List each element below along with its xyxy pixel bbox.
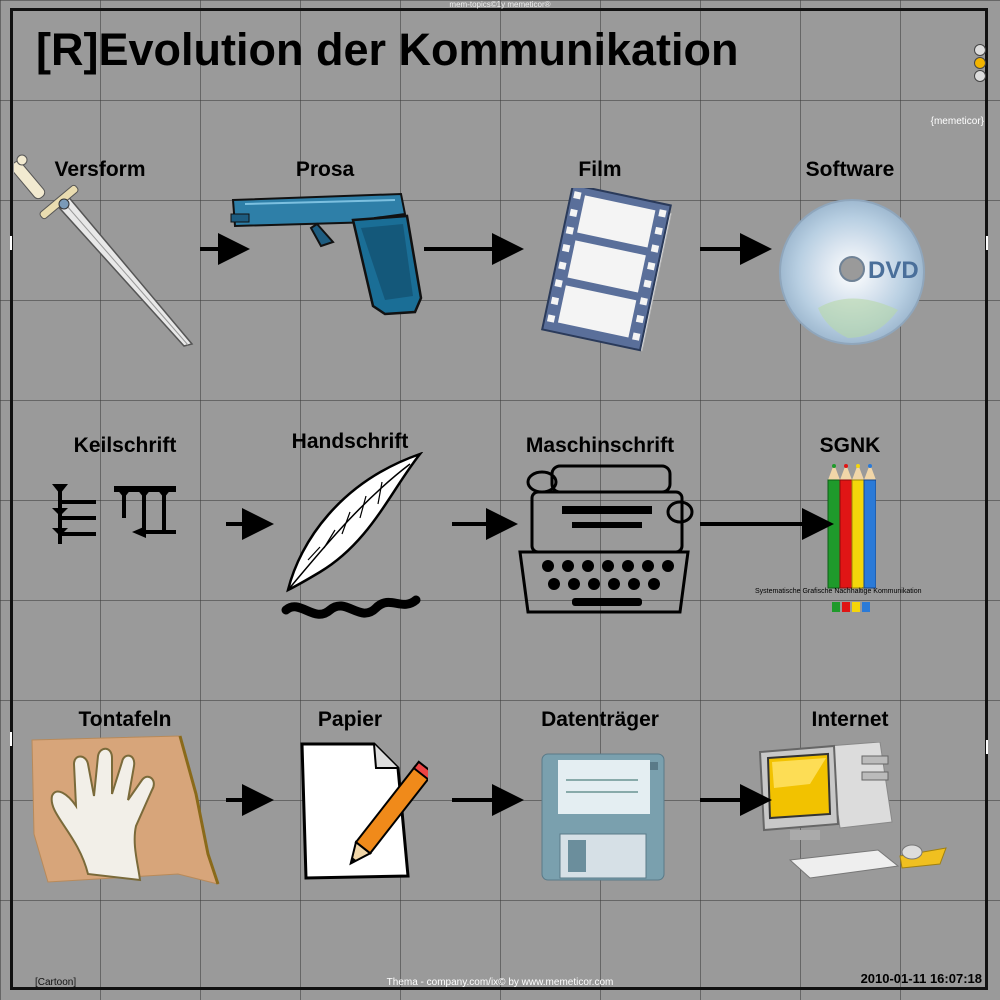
edge-marker (10, 732, 12, 746)
item-label-maschinschrift: Maschinschrift (525, 434, 675, 457)
edge-marker (10, 236, 12, 250)
clay-tablet-icon (28, 734, 224, 890)
item-label-film: Film (578, 158, 622, 181)
dvd-text: DVD (868, 257, 919, 284)
item-label-versform: Versform (54, 158, 146, 181)
item-label-tontafeln: Tontafeln (78, 708, 172, 731)
quill-icon (280, 452, 430, 627)
edge-marker (986, 236, 988, 250)
paper-pencil-icon (296, 740, 428, 880)
top-note: mem-topics©1y memeticor® (449, 0, 551, 9)
brand-label: {memeticor} (930, 116, 984, 127)
footer-credit: Thema - company.com/ix© by www.memeticor… (386, 977, 614, 988)
typewriter-icon (512, 462, 696, 628)
dot-icon (974, 44, 986, 56)
timestamp: 2010-01-11 16:07:18 (860, 971, 982, 986)
item-label-sgnk: SGNK (819, 434, 881, 457)
item-label-internet: Internet (811, 708, 889, 731)
item-label-prosa: Prosa (295, 158, 355, 181)
dot-icon (974, 70, 986, 82)
item-label-handschrift: Handschrift (291, 430, 409, 453)
computer-icon (750, 742, 950, 892)
canvas-frame (10, 8, 988, 990)
item-label-keilschrift: Keilschrift (73, 434, 177, 457)
floppy-disk-icon (540, 752, 666, 882)
pistol-icon (225, 186, 425, 318)
status-dots (974, 44, 986, 83)
edge-marker (986, 740, 988, 754)
item-label-datentraeger: Datenträger (541, 708, 659, 731)
color-pencils-icon (820, 462, 876, 614)
dvd-icon: DVD (778, 198, 926, 346)
sgnk-caption: Systematische Grafische Nachhaltige Komm… (755, 588, 922, 595)
film-strip-icon (534, 188, 684, 353)
item-label-papier: Papier (317, 708, 383, 731)
cuneiform-icon (50, 480, 185, 552)
page-title: [R]Evolution der Kommunikation (36, 24, 739, 75)
item-label-software: Software (805, 158, 895, 181)
footer-category: [Cartoon] (35, 977, 77, 988)
sword-icon (14, 154, 194, 349)
dot-icon (974, 57, 986, 69)
